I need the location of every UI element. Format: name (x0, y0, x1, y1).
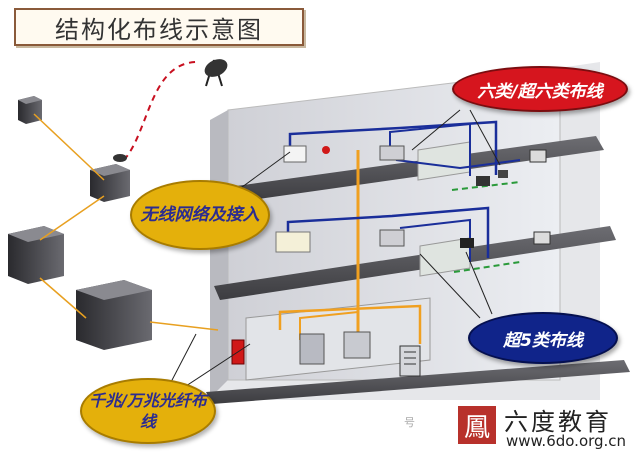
cable-blue-top (288, 120, 498, 175)
floor-slab-middle (214, 226, 616, 300)
fiber-link-3 (39, 277, 87, 319)
floor-slab-bottom (206, 360, 630, 404)
cable-green-middle (453, 261, 521, 273)
watermark-logo: 鳳 (458, 406, 496, 444)
fiber-link-1 (33, 113, 105, 181)
floor-slab-top (222, 136, 604, 203)
pointer-fiber-2 (185, 343, 251, 387)
patch-panel-top (379, 145, 405, 161)
tower-large (76, 280, 152, 350)
server-rack (399, 345, 421, 377)
partition-bottom (245, 297, 431, 381)
pointer-cat5-2 (465, 251, 493, 315)
server-unit-2 (343, 331, 371, 359)
partition-middle (419, 237, 471, 277)
computer-top-1 (529, 149, 547, 163)
pointer-cat5-1 (419, 253, 481, 319)
tower-with-dish (90, 154, 130, 202)
page-title: 结构化布线示意图 (14, 8, 304, 46)
cable-blue-top-2 (389, 122, 471, 176)
cable-blue-middle (286, 206, 490, 258)
watermark-name: 六度教育 (504, 408, 612, 436)
printer-middle (460, 238, 474, 248)
server-unit-1 (299, 333, 325, 365)
callout-wireless-access: 无线网络及接入 (130, 180, 270, 250)
cable-orange-bottom-2 (299, 311, 359, 340)
watermark-faint-text: 号 (404, 416, 415, 429)
building-left-wall (210, 110, 228, 398)
pointer-fiber-1 (169, 333, 197, 385)
computer-top-2 (476, 176, 490, 186)
pointer-wireless (237, 151, 291, 191)
cable-blue-top-3 (395, 159, 521, 170)
wireless-link-dashed (123, 60, 201, 161)
callout-cat5e-cabling: 超5类布线 (468, 312, 618, 364)
wall-panel-top (283, 145, 307, 163)
tower-small (18, 96, 42, 124)
fiber-link-4 (149, 321, 219, 331)
computer-middle (533, 231, 551, 245)
radio-tower (204, 59, 228, 87)
callout-fiber-cabling: 千兆/万兆光纤布线 (80, 378, 216, 444)
patch-panel-middle (379, 229, 405, 247)
whiteboard-middle (275, 231, 311, 253)
callout-cat6-cabling: 六类/超六类布线 (452, 66, 628, 112)
phone-top (498, 170, 508, 178)
watermark-url: www.6do.org.cn (506, 432, 627, 450)
pointer-cat6-2 (469, 109, 501, 166)
cable-orange-bottom (278, 304, 422, 344)
fiber-link-2 (39, 195, 105, 241)
ceiling-ap-top (322, 146, 330, 154)
tower-medium (8, 226, 64, 284)
pointer-cat6-1 (411, 109, 461, 151)
